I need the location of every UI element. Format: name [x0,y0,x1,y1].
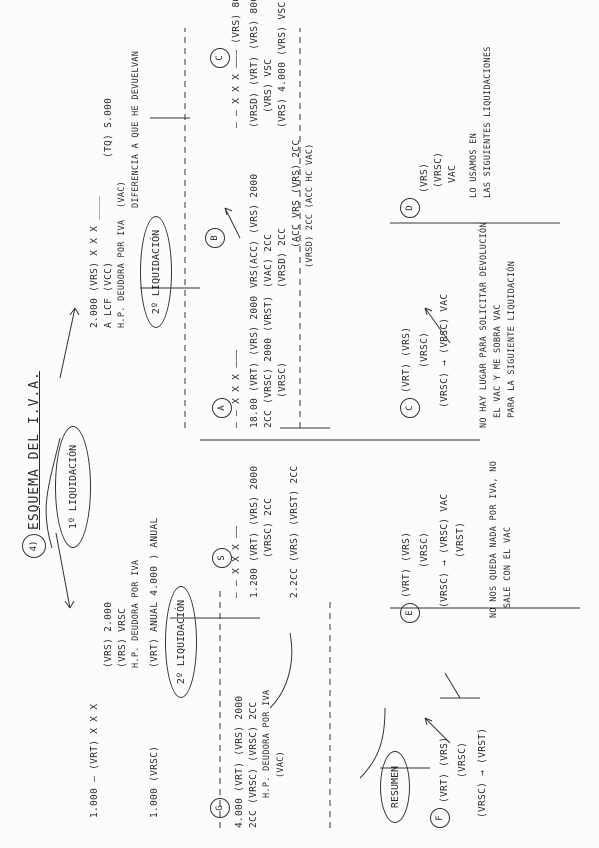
lower-x2: (VRS) VRSC [117,607,128,668]
lower-e3: (VRSC) → (VRSC) VAC [439,493,450,608]
lower-e-note1: NO NOS QUEDA NADA POR IVA, NO [489,460,499,618]
upper-c-line1: (VRSD) (VRT) (VRS) 800 [249,0,260,128]
lower-e2: (VRSC) [419,531,430,568]
middle-c-r3: (VRSC) → (VRSC) VAC [439,293,450,408]
lower-g4: (VAC) [276,750,286,778]
label-c-upper: C [210,48,230,68]
lower-g2: 2CC (VRSC) (VRSC) 2CC [248,701,259,828]
middle-d-r3: VAC [447,164,458,183]
lower-f3: (VRSC) → (VRST) [477,727,488,818]
upper-c-line3: (VRS) 4.000 (VRS) VSC [277,1,288,128]
middle-c-r2: (VRSC) [419,331,430,368]
middle-d-r1: (VRS) [419,162,430,193]
lower-x3: H.P. DEUDORA POR IVA [131,559,141,668]
middle-note3: PARA LA SIGUIENTE LIQUIDACIÓN [507,260,517,418]
label-g: G [210,798,230,818]
upper-a-lcf: A LCF (VCC) [103,261,114,328]
lower-x1: (VRS) 2.000 [103,601,114,668]
lower-s-top: — — X X X —— [231,525,242,598]
resumen-bubble: RESUMEN [380,751,410,823]
lower-second-liquidation-label: 2º LIQUIDACIÓN [175,599,187,685]
lower-e4: (VRST) [455,521,466,558]
label-e: E [400,603,420,623]
upper-second-liquidation-label: 2º LIQUIDACIÓN [150,229,162,315]
upper-note-devuelve: DIFERENCIA A QUE HE DEVUELVAN [131,50,141,208]
upper-top-line: 2.000 (VRS) X X X ____ [89,195,100,328]
lower-s2: (VRSC) 2CC [263,497,274,558]
middle-note1: NO HAY LUGAR PARA SOLICITAR DEVOLUCIÓN [479,222,489,428]
middle-d-note1: LO USAMOS EN [469,132,479,198]
lower-g1: 4.000 (VRT) (VRS) 2000 [234,695,245,828]
label-f: F [430,808,450,828]
lower-second-liquidation-bubble: 2º LIQUIDACIÓN [165,586,197,698]
section-number-badge: 4) [22,534,46,558]
middle-a1: 18.00 (VRT) (VRS) 2000 [249,295,260,428]
lower-f2: (VRSC) [457,741,468,778]
upper-b-line2: (VAC) 2CC [263,233,274,288]
middle-line-top: — — X X X ——— [231,349,242,428]
lower-top-line: 1.000 — (VRT) X X X [89,703,100,818]
section-number: 4) [29,540,39,552]
lower-s1: 1.200 (VRT) (VRS) 2000 [249,465,260,598]
label-b: B [205,228,225,248]
lower-e1: (VRT) (VRS) [401,531,412,598]
upper-ledger-top: — — X X X ——— (VRS) 800 [231,0,242,128]
lower-f1: (VRT) (VRS) [439,736,450,803]
upper-right-col: (TQ) S.000 [103,97,114,158]
label-d: D [400,198,420,218]
page-title: ESQUEMA DEL I.V.A. [27,371,42,530]
middle-d-note2: LAS SIGUIENTES LIQUIDACIONES [483,46,493,198]
resumen-label: RESUMEN [389,765,401,809]
upper-second-liquidation-bubble: 2º LIQUIDACIÓN [140,216,172,328]
label-c-middle: C [400,398,420,418]
first-liquidation-label: 1º LIQUIDACIÓN [67,444,79,530]
upper-b-line3: (VRSD) 2CC [277,227,288,288]
first-liquidation-bubble: 1º LIQUIDACIÓN [55,426,91,548]
middle-c-r1: (VRT) (VRS) [401,326,412,393]
lower-x4: (VRT) ANUAL 4.000 ) ANUAL [149,517,160,669]
lower-vrsc: 1.000 (VRSC) [149,745,160,818]
label-s: S [212,548,232,568]
upper-b-line1: VRS(ACC) (VRS) 2000 [249,173,260,288]
upper-b-line4: (ACC VRS (VRS) 2CC [291,139,302,248]
upper-vac: (VAC) [117,180,127,208]
lower-e-note2: SALE CON EL VAC [503,526,513,608]
middle-a3: (VRSC) [277,361,288,398]
middle-a2: 2CC (VRSC) 2000 (VRST) [263,295,274,428]
label-a: A [212,398,232,418]
upper-b-line5: (VRSD) 2CC (ACC HC VAC) [305,143,315,268]
middle-note2: EL VAC Y ME SOBRA VAC [493,304,503,418]
upper-hp-line: H.P. DEUDORA POR IVA [117,219,127,328]
middle-d-r2: (VRSC) [433,151,444,188]
upper-c-line2: (VRS) VSC [263,58,274,113]
lower-g3: H.P. DEUDORA POR IVA [262,689,272,798]
lower-s3: 2.2CC (VRS) (VRST) 2CC [289,465,300,598]
